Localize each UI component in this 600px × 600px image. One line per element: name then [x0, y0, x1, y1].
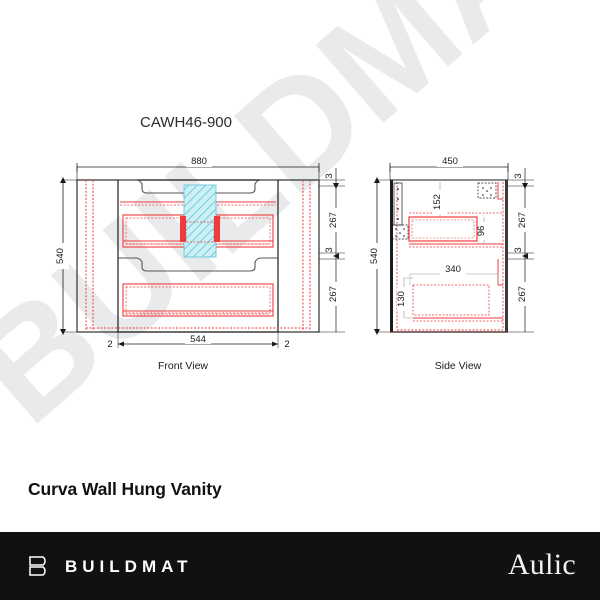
side-dim-upper-box-height: 96 [476, 217, 490, 244]
front-dim-door-width: 544 2 2 [107, 332, 290, 350]
side-lower-inner-depth-value: 340 [445, 264, 461, 275]
buildmat-wordmark: BUILDMAT [65, 556, 193, 576]
front-view-group: 880 [55, 155, 345, 372]
side-lower-drawer-height-value: 267 [517, 286, 528, 302]
side-dim-right-stack: 3 267 3 267 [508, 168, 534, 333]
front-dim-overall-height: 540 [55, 177, 77, 335]
side-lower-drawer-box [412, 259, 503, 322]
drawing-canvas: BUILDMAT CAWH46-900 880 [0, 0, 600, 455]
front-lower-drawer [86, 257, 310, 329]
side-view-group: 450 [369, 155, 534, 372]
buildmat-b-logo-icon [29, 556, 46, 576]
front-gap-left-value: 2 [107, 339, 112, 350]
front-lower-drawer-height-value: 267 [328, 286, 339, 302]
aulic-wordmark[interactable]: Aulic [507, 548, 576, 581]
side-dim-overall-height: 540 [369, 177, 390, 335]
front-top-gap-value: 3 [324, 173, 335, 178]
front-overall-height-value: 540 [55, 248, 66, 264]
side-mounting-brackets [391, 182, 503, 240]
front-view-label: Front View [158, 360, 208, 372]
front-door-width-value: 544 [190, 334, 206, 345]
front-cabinet-outline [76, 179, 320, 333]
side-dim-lower-box-height: 130 [396, 277, 413, 319]
side-mid-gap-value: 3 [513, 247, 524, 252]
product-title-band: Curva Wall Hung Vanity [0, 462, 600, 532]
brand-footer-bar: BUILDMAT Aulic [0, 532, 600, 600]
side-lower-box-height-value: 130 [396, 291, 407, 307]
watermark: BUILDMAT [0, 0, 600, 454]
front-dim-overall-width: 880 [76, 155, 320, 180]
vanity-technical-drawing: BUILDMAT CAWH46-900 880 [0, 0, 600, 454]
watermark-text: BUILDMAT [0, 0, 600, 454]
side-top-gap-value: 3 [513, 173, 524, 178]
side-upper-box-height-value: 96 [476, 226, 487, 237]
side-upper-inner-depth-value: 152 [432, 194, 443, 210]
side-dim-overall-depth: 450 [389, 155, 509, 180]
side-upper-drawer-box [408, 212, 503, 248]
front-mid-gap-value: 3 [324, 247, 335, 252]
front-section-cut-hatch [180, 184, 220, 258]
side-overall-depth-value: 450 [442, 156, 458, 167]
page-title: Curva Wall Hung Vanity [28, 479, 222, 499]
side-view-label: Side View [435, 360, 482, 372]
front-dim-right-stack: 3 267 3 267 [319, 168, 345, 333]
front-gap-right-value: 2 [284, 339, 289, 350]
buildmat-logo[interactable]: BUILDMAT [28, 552, 193, 580]
front-upper-drawer-height-value: 267 [328, 212, 339, 228]
side-overall-height-value: 540 [369, 248, 380, 264]
side-upper-drawer-height-value: 267 [517, 212, 528, 228]
model-number-label: CAWH46-900 [140, 114, 232, 131]
side-dim-upper-inner-depth: 152 [432, 182, 446, 217]
front-overall-width-value: 880 [191, 156, 207, 167]
side-dim-lower-inner-depth: 340 [409, 263, 499, 285]
